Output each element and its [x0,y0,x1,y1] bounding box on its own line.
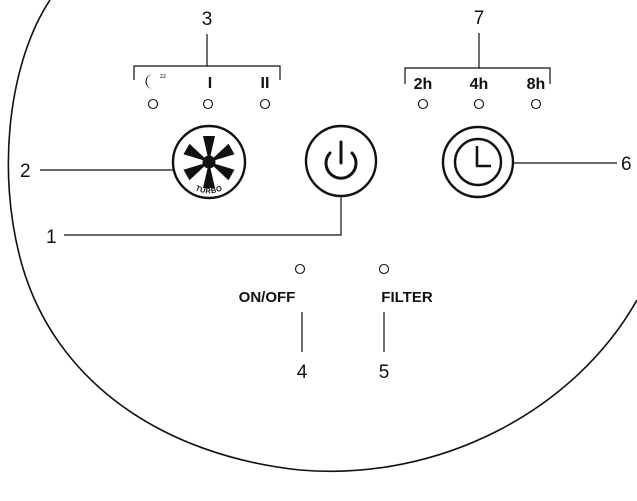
callout-6: 6 [621,154,632,175]
speed-group: 3 zz I II [133,9,281,110]
night-mode-moon-icon: zz [145,74,166,89]
speed-low-label: I [208,75,212,92]
panel-outline [7,0,637,472]
timer-clock-button[interactable] [441,125,515,199]
clock-icon [453,137,503,187]
filter-label: FILTER [381,289,433,306]
timer-group: 7 2h 4h 8h [404,8,551,110]
on-off-indicator: ON/OFF 4 [239,263,308,383]
power-button[interactable] [304,124,378,198]
timer-2h-led [417,98,429,110]
speed-high-label: II [261,75,270,92]
callout-4: 4 [297,362,308,383]
callout-3: 3 [202,9,213,30]
callout-5: 5 [379,362,390,383]
timer-8h-label: 8h [527,76,546,93]
on-off-led [294,263,306,275]
night-zz-label: zz [160,74,166,80]
speed-high-led [259,98,271,110]
timer-8h-led [530,98,542,110]
callout-7: 7 [474,8,485,29]
timer-2h-label: 2h [414,76,433,93]
timer-4h-led [473,98,485,110]
timer-4h-label: 4h [470,76,489,93]
timer-bracket [404,67,551,84]
callout-2: 2 [20,161,31,182]
speed-night-led [147,98,159,110]
callout-1: 1 [46,227,57,248]
power-icon [324,140,358,180]
filter-indicator: FILTER 5 [378,263,433,383]
on-off-label: ON/OFF [239,289,296,306]
fan-icon [183,136,235,188]
turbo-label: TURBO [194,183,224,195]
speed-bracket [133,65,281,80]
fan-turbo-button[interactable]: TURBO [171,124,247,200]
speed-low-led [202,98,214,110]
filter-led [378,263,390,275]
callout-1-leader [64,196,342,236]
